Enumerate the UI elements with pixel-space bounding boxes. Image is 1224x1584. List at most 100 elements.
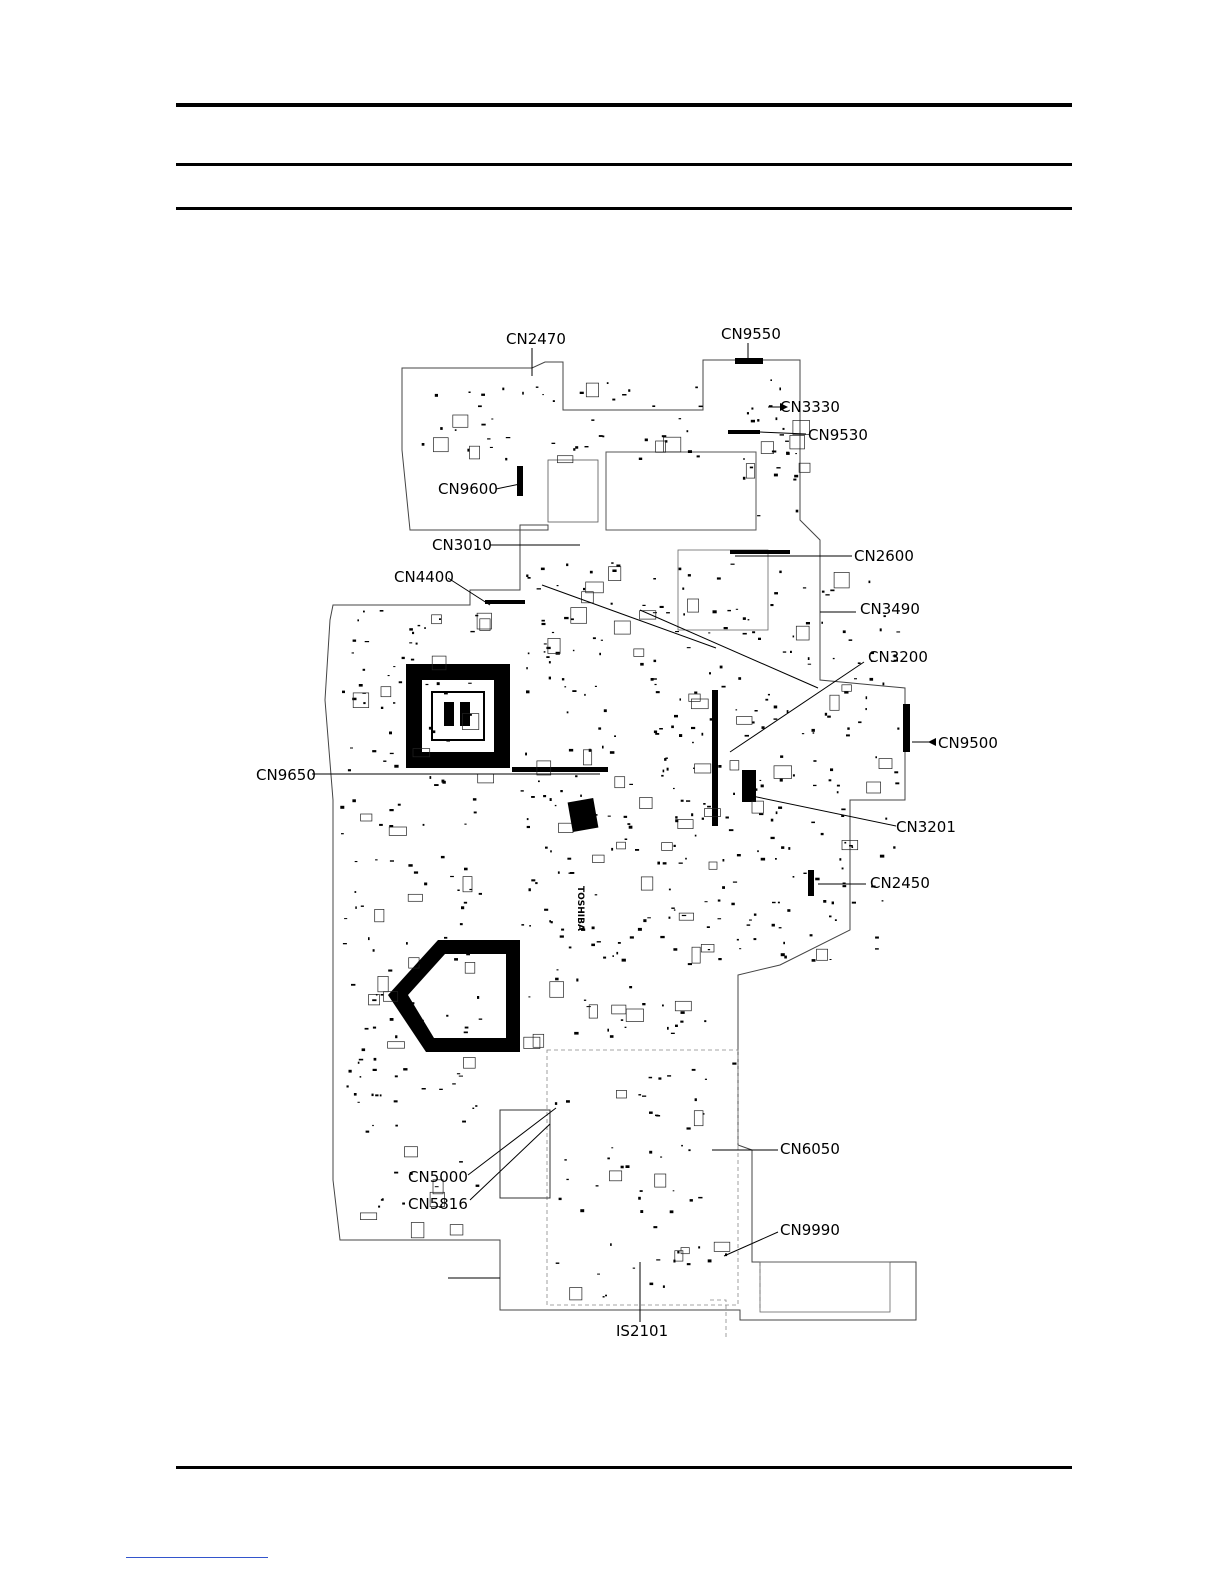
smd-component xyxy=(466,954,470,956)
smd-component xyxy=(640,611,656,619)
smd-component xyxy=(446,1015,448,1017)
smd-component xyxy=(491,419,493,420)
smd-component xyxy=(440,427,443,430)
smd-component xyxy=(718,765,721,768)
smd-component xyxy=(717,577,721,579)
smd-component xyxy=(670,1210,674,1213)
smd-component xyxy=(796,626,809,640)
smd-component xyxy=(433,438,448,452)
smd-component xyxy=(737,854,741,856)
smd-component xyxy=(343,943,347,944)
label-is2101: IS2101 xyxy=(616,1322,668,1340)
smd-component xyxy=(796,510,799,513)
smd-component xyxy=(470,631,474,632)
smd-component xyxy=(813,760,816,762)
smd-component xyxy=(422,443,425,446)
smd-component xyxy=(776,811,778,814)
smd-component xyxy=(679,734,682,737)
smd-component xyxy=(411,1223,424,1238)
smd-component xyxy=(810,934,813,936)
smd-component xyxy=(638,928,642,931)
smd-component xyxy=(655,1174,666,1187)
smd-component xyxy=(573,650,575,651)
smd-component xyxy=(754,914,757,916)
smd-component xyxy=(687,430,689,432)
smd-component xyxy=(793,774,795,776)
smd-component xyxy=(761,785,764,788)
smd-component xyxy=(555,1102,557,1105)
smd-component xyxy=(478,774,494,783)
smd-component xyxy=(531,879,535,881)
smd-component xyxy=(727,610,731,611)
smd-component xyxy=(557,456,573,463)
smd-component xyxy=(679,418,682,419)
smd-component xyxy=(607,1158,610,1160)
smd-component xyxy=(571,608,587,624)
smd-component xyxy=(366,1131,370,1133)
smd-component xyxy=(476,1185,480,1187)
smd-component xyxy=(660,606,664,608)
smd-component xyxy=(781,846,784,849)
chip-outline xyxy=(548,460,598,522)
smd-component xyxy=(736,709,738,710)
smd-component xyxy=(544,643,547,644)
smd-component xyxy=(475,1105,477,1107)
smd-component xyxy=(472,665,474,666)
smd-component xyxy=(821,833,824,835)
smd-component xyxy=(435,947,437,949)
smd-component xyxy=(379,824,383,826)
smd-component xyxy=(481,394,485,396)
smd-component xyxy=(790,435,805,449)
smd-component xyxy=(593,637,596,639)
smd-component xyxy=(718,918,722,919)
smd-component xyxy=(880,628,882,631)
smd-component xyxy=(616,952,618,955)
smd-component xyxy=(708,949,710,950)
smd-component xyxy=(444,937,447,939)
smd-component xyxy=(736,609,738,610)
smd-component xyxy=(747,924,751,925)
smd-component xyxy=(653,1226,657,1228)
smd-component xyxy=(604,709,607,712)
smd-component xyxy=(557,585,559,586)
smd-component xyxy=(638,1094,641,1095)
label-cn9500: CN9500 xyxy=(938,734,998,752)
smd-component xyxy=(694,692,697,694)
smd-component xyxy=(607,382,609,384)
smd-component xyxy=(714,1242,730,1251)
smd-component xyxy=(426,684,429,685)
smd-component xyxy=(640,1210,643,1213)
smd-component xyxy=(395,1035,397,1038)
smd-component xyxy=(844,692,848,694)
smd-component xyxy=(847,727,849,729)
smd-component xyxy=(691,727,695,729)
smd-component xyxy=(894,771,898,773)
board-marking: TOSHIBA xyxy=(575,886,585,931)
smd-component xyxy=(557,969,559,970)
smd-component xyxy=(599,435,603,437)
smd-component xyxy=(528,653,530,655)
smd-component xyxy=(834,572,849,588)
smd-component xyxy=(757,850,759,852)
smd-component xyxy=(351,984,355,986)
label-cn5816: CN5816 xyxy=(408,1195,468,1213)
smd-component xyxy=(661,775,663,777)
smd-component xyxy=(640,663,644,666)
smd-component xyxy=(627,823,630,825)
smd-component xyxy=(770,604,773,606)
smd-component xyxy=(830,590,834,592)
smd-component xyxy=(373,1069,377,1071)
smd-component xyxy=(761,442,773,454)
smd-component xyxy=(372,1125,374,1126)
smd-component xyxy=(359,1059,363,1061)
label-cn9550: CN9550 xyxy=(721,325,781,343)
smd-component xyxy=(811,822,815,824)
leader-arrows xyxy=(780,403,936,746)
smd-component xyxy=(550,982,564,998)
smd-component xyxy=(381,994,384,996)
smd-component xyxy=(460,923,463,925)
smd-component xyxy=(605,1295,607,1297)
smd-component xyxy=(724,627,728,629)
smd-component xyxy=(707,926,710,928)
